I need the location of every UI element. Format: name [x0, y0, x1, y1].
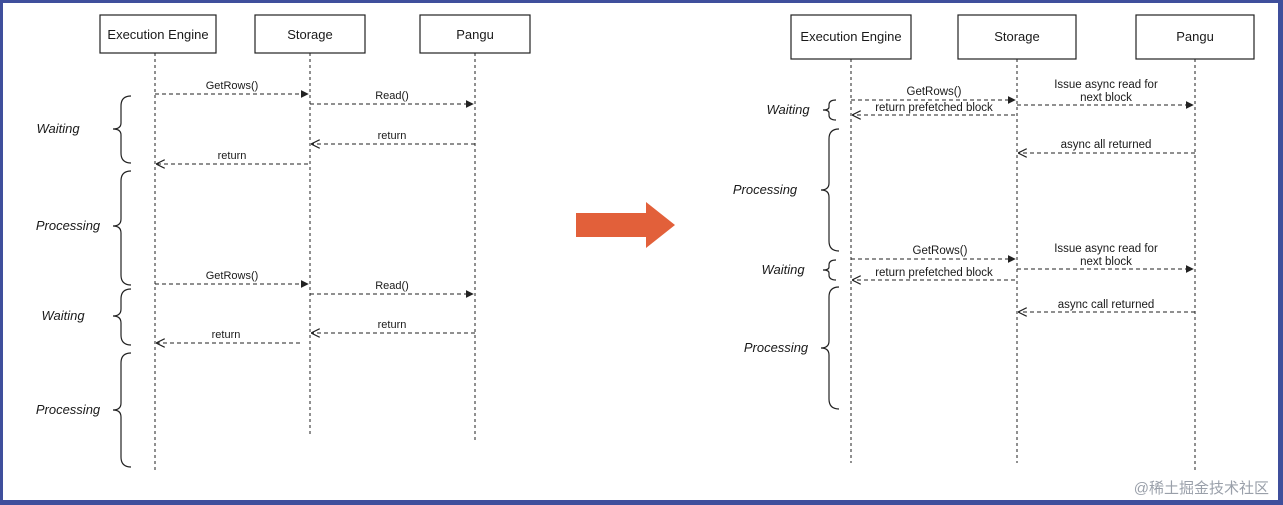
- right-phase-waiting-1: Waiting: [766, 102, 810, 117]
- left-sequence-diagram: Execution Engine Storage Pangu GetRows()…: [36, 14, 531, 471]
- right-message-async-returned-2-label: async call returned: [1058, 299, 1155, 311]
- right-actor-pangu-label: Pangu: [1176, 29, 1214, 44]
- right-phase-processing-1: Processing: [733, 182, 798, 197]
- left-message-getrows-1-label: GetRows(): [206, 80, 259, 92]
- left-message-return-2b-label: return: [212, 329, 241, 341]
- right-brace-waiting-2: [822, 259, 837, 281]
- right-phase-waiting-2: Waiting: [761, 262, 805, 277]
- left-actor-storage: Storage: [254, 14, 366, 54]
- right-message-return-prefetched-1-label: return prefetched block: [875, 102, 993, 114]
- right-message-getrows-1-label: GetRows(): [907, 86, 962, 98]
- left-actor-execution-engine-label: Execution Engine: [107, 27, 208, 42]
- left-phase-waiting-1: Waiting: [36, 121, 80, 136]
- right-message-async-returned-1-label: async all returned: [1061, 139, 1152, 151]
- left-phase-processing-2: Processing: [36, 402, 101, 417]
- sequence-diagrams-comparison: Execution Engine Storage Pangu GetRows()…: [36, 14, 1269, 497]
- right-message-async-read-2-label-line1: Issue async read for: [1054, 243, 1158, 255]
- left-phase-processing-1: Processing: [36, 218, 101, 233]
- left-actor-pangu-label: Pangu: [456, 27, 494, 42]
- transition-arrow-icon: [576, 202, 675, 248]
- right-phase-processing-2: Processing: [744, 340, 809, 355]
- left-message-return-1b-label: return: [218, 150, 247, 162]
- right-sequence-diagram: Execution Engine Storage Pangu GetRows()…: [733, 14, 1255, 473]
- left-actor-execution-engine: Execution Engine: [99, 14, 217, 54]
- right-brace-processing-1: [820, 128, 840, 252]
- left-message-read-1-label: Read(): [375, 90, 409, 102]
- right-message-async-read-1-label-line2: next block: [1080, 92, 1132, 104]
- left-message-return-2a-label: return: [378, 319, 407, 331]
- watermark-text: @稀土掘金技术社区: [1134, 480, 1269, 497]
- diagram-frame: Execution Engine Storage Pangu GetRows()…: [3, 3, 1278, 500]
- left-message-read-2-label: Read(): [375, 280, 409, 292]
- left-phase-waiting-2: Waiting: [41, 308, 85, 323]
- right-brace-waiting-1: [822, 99, 837, 121]
- left-brace-waiting-2: [112, 288, 132, 346]
- left-brace-waiting-1: [112, 95, 132, 164]
- left-actor-storage-label: Storage: [287, 27, 333, 42]
- right-message-async-read-1-label-line1: Issue async read for: [1054, 79, 1158, 91]
- left-brace-processing-2: [112, 352, 132, 468]
- right-actor-execution-engine-label: Execution Engine: [800, 29, 901, 44]
- right-actor-storage: Storage: [957, 14, 1077, 60]
- right-message-getrows-2-label: GetRows(): [913, 245, 968, 257]
- left-message-getrows-2-label: GetRows(): [206, 270, 259, 282]
- right-message-async-read-2-label-line2: next block: [1080, 256, 1132, 268]
- right-actor-pangu: Pangu: [1135, 14, 1255, 60]
- right-actor-execution-engine: Execution Engine: [790, 14, 912, 60]
- left-actor-pangu: Pangu: [419, 14, 531, 54]
- right-brace-processing-2: [820, 286, 840, 410]
- right-message-return-prefetched-2-label: return prefetched block: [875, 267, 993, 279]
- left-brace-processing-1: [112, 170, 132, 286]
- right-actor-storage-label: Storage: [994, 29, 1040, 44]
- left-message-return-1a-label: return: [378, 130, 407, 142]
